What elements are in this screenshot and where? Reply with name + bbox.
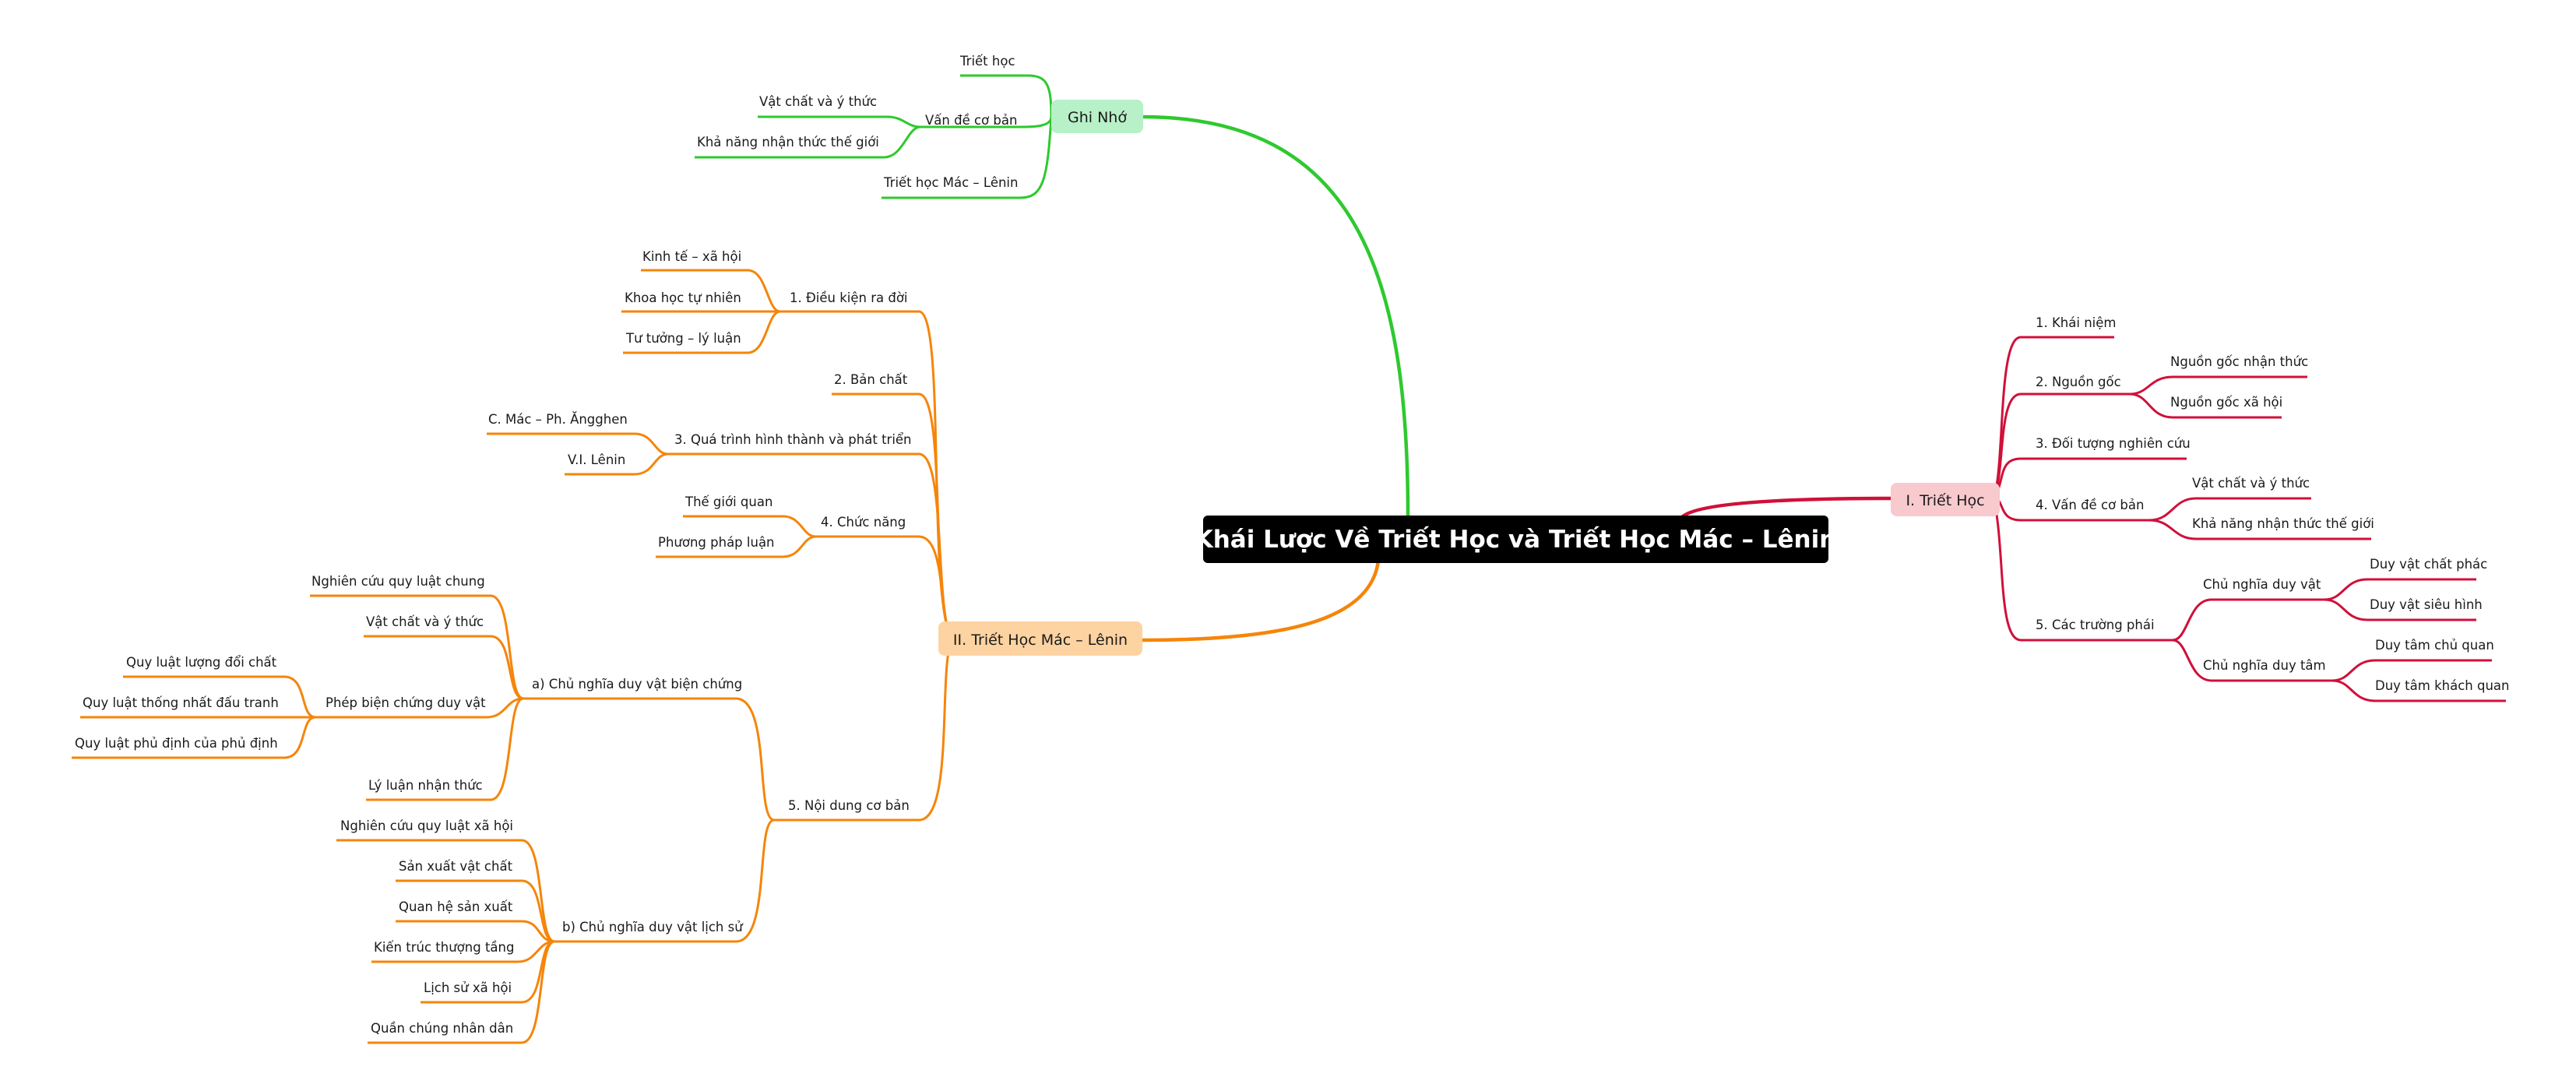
ml-phep-bien-chung[interactable]: Phép biện chứng duy vật bbox=[326, 695, 486, 710]
mac-lenin-node[interactable]: II. Triết Học Mác – Lênin bbox=[938, 621, 1142, 656]
svg-text:II. Triết Học Mác – Lênin: II. Triết Học Mác – Lênin bbox=[953, 632, 1128, 649]
ghi-nho-node[interactable]: Ghi Nhớ bbox=[1051, 100, 1143, 133]
triet-hoc-node[interactable]: I. Triết Học bbox=[1891, 483, 2000, 516]
connector-root-ghi-nho bbox=[1142, 114, 1410, 516]
ml-nghien-cuu-xa-hoi[interactable]: Nghiên cứu quy luật xã hội bbox=[340, 818, 513, 833]
ml-kien-truc[interactable]: Kiến trúc thượng tầng bbox=[374, 940, 514, 955]
ml-chuc-nang[interactable]: 4. Chức năng bbox=[821, 515, 906, 530]
ghi-nho-van-de-co-ban[interactable]: Vấn đề cơ bản bbox=[925, 113, 1017, 128]
th-nguon-goc-xa-hoi[interactable]: Nguồn gốc xã hội bbox=[2170, 395, 2282, 410]
ml-mac-angghen[interactable]: C. Mác – Ph. Ăngghen bbox=[488, 412, 628, 427]
ml-ly-luan-nhan-thuc[interactable]: Lý luận nhận thức bbox=[368, 778, 483, 793]
th-khai-niem[interactable]: 1. Khái niệm bbox=[2036, 315, 2116, 330]
branch-mac-lenin bbox=[72, 269, 953, 1044]
connector-root-triet-hoc bbox=[1680, 496, 1892, 519]
th-cn-duy-tam[interactable]: Chủ nghĩa duy tâm bbox=[2203, 658, 2326, 673]
ml-quan-he[interactable]: Quan hệ sản xuất bbox=[399, 899, 513, 914]
ml-cndv-lich-su[interactable]: b) Chủ nghĩa duy vật lịch sử bbox=[562, 920, 744, 934]
th-cn-duy-vat[interactable]: Chủ nghĩa duy vật bbox=[2203, 577, 2321, 592]
ml-the-gioi-quan[interactable]: Thế giới quan bbox=[684, 495, 772, 509]
ml-ql-phu-dinh[interactable]: Quy luật phủ định của phủ định bbox=[75, 736, 278, 751]
branch-triet-hoc bbox=[1992, 336, 2506, 702]
ml-quan-chung[interactable]: Quần chúng nhân dân bbox=[371, 1021, 513, 1036]
th-cac-truong-phai[interactable]: 5. Các trường phái bbox=[2036, 618, 2155, 632]
th-duy-vat-chat-phac[interactable]: Duy vật chất phác bbox=[2370, 557, 2487, 572]
ml-qua-trinh[interactable]: 3. Quá trình hình thành và phát triển bbox=[674, 432, 912, 447]
th-nguon-goc-nhan-thuc[interactable]: Nguồn gốc nhận thức bbox=[2170, 354, 2308, 369]
ghi-nho-kha-nang-nhan-thuc[interactable]: Khả năng nhận thức thế giới bbox=[697, 135, 879, 150]
ml-san-xuat[interactable]: Sản xuất vật chất bbox=[399, 859, 513, 874]
th-van-de-co-ban[interactable]: 4. Vấn đề cơ bản bbox=[2036, 498, 2144, 512]
ml-nghien-cuu-chung[interactable]: Nghiên cứu quy luật chung bbox=[311, 574, 485, 589]
ml-dieu-kien[interactable]: 1. Điều kiện ra đời bbox=[790, 290, 908, 305]
ml-lenin[interactable]: V.I. Lênin bbox=[568, 452, 625, 467]
ml-ql-thong-nhat[interactable]: Quy luật thống nhất đấu tranh bbox=[83, 695, 279, 710]
ghi-nho-triet-hoc-ml[interactable]: Triết học Mác – Lênin bbox=[883, 175, 1018, 190]
ml-cndv-bien-chung[interactable]: a) Chủ nghĩa duy vật biện chứng bbox=[532, 677, 742, 692]
th-doi-tuong[interactable]: 3. Đối tượng nghiên cứu bbox=[2036, 436, 2191, 451]
ml-noi-dung[interactable]: 5. Nội dung cơ bản bbox=[788, 798, 910, 813]
ml-ql-luong-doi-chat[interactable]: Quy luật lượng đổi chất bbox=[126, 655, 277, 670]
th-nguon-goc[interactable]: 2. Nguồn gốc bbox=[2036, 375, 2121, 389]
ghi-nho-vat-chat-y-thuc[interactable]: Vật chất và ý thức bbox=[759, 94, 877, 109]
ml-khoa-hoc[interactable]: Khoa học tự nhiên bbox=[625, 290, 741, 305]
branch-ghi-nho bbox=[695, 74, 1053, 199]
th-kha-nang-nhan-thuc[interactable]: Khả năng nhận thức thế giới bbox=[2192, 516, 2374, 531]
th-vat-chat-y-thuc[interactable]: Vật chất và ý thức bbox=[2192, 476, 2310, 491]
ml-vat-chat-y-thuc[interactable]: Vật chất và ý thức bbox=[366, 614, 484, 629]
svg-text:I. Triết Học: I. Triết Học bbox=[1906, 492, 1984, 509]
ml-lich-su[interactable]: Lịch sử xã hội bbox=[424, 980, 512, 995]
th-duy-tam-chu-quan[interactable]: Duy tâm chủ quan bbox=[2375, 638, 2494, 653]
th-duy-tam-khach-quan[interactable]: Duy tâm khách quan bbox=[2375, 678, 2509, 693]
ml-ban-chat[interactable]: 2. Bản chất bbox=[834, 372, 908, 387]
ghi-nho-triet-hoc[interactable]: Triết học bbox=[959, 54, 1015, 69]
connector-root-mac-lenin bbox=[1142, 560, 1381, 642]
ml-kinh-te[interactable]: Kinh tế – xã hội bbox=[642, 249, 741, 264]
root-title: Khái Lược Về Triết Học và Triết Học Mác … bbox=[1195, 526, 1837, 554]
th-duy-vat-sieu-hinh[interactable]: Duy vật siêu hình bbox=[2370, 597, 2483, 612]
svg-text:Ghi Nhớ: Ghi Nhớ bbox=[1068, 109, 1127, 126]
ml-tu-tuong[interactable]: Tư tưởng – lý luận bbox=[625, 331, 741, 346]
ml-phuong-phap-luan[interactable]: Phương pháp luận bbox=[658, 535, 775, 550]
root-node[interactable]: Khái Lược Về Triết Học và Triết Học Mác … bbox=[1195, 516, 1837, 563]
